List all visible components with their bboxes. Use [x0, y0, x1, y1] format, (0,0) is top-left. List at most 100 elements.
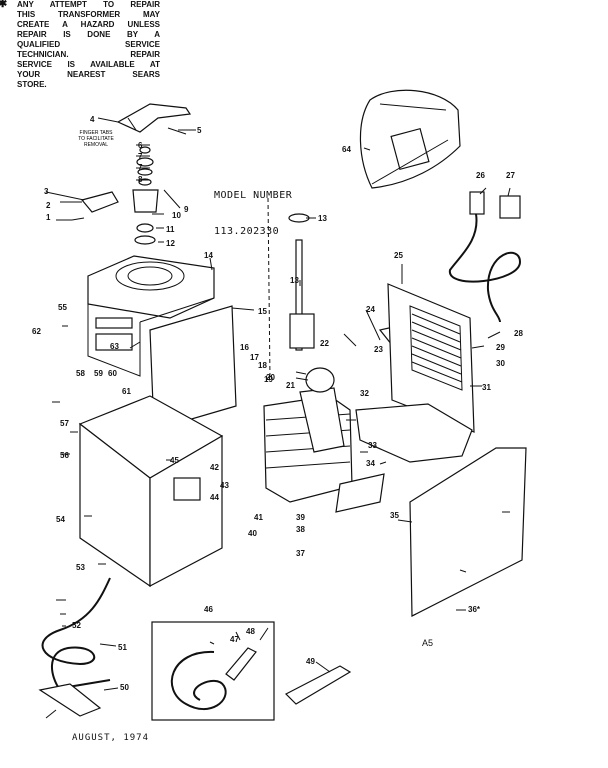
part-number-label: 1 [46, 213, 51, 222]
electrode-holder-box [151, 621, 352, 721]
part-number-label: 64 [342, 145, 351, 154]
part-number-label: 14 [204, 251, 213, 260]
part-number-label: 3 [44, 187, 49, 196]
part-number-label: 60 [108, 369, 117, 378]
part-number-label: 7 [138, 163, 143, 172]
part-number-label: 41 [254, 513, 263, 522]
cabinet-top [87, 255, 215, 377]
part-number-label: 58 [76, 369, 85, 378]
part-number-label: 25 [394, 251, 403, 260]
side-panel [149, 305, 237, 431]
part-number-label: 46 [204, 605, 213, 614]
part-number-label: 30 [496, 359, 505, 368]
part-number-label: 7 [138, 152, 143, 161]
part-number-label: 50 [120, 683, 129, 692]
part-number-label: 34 [366, 459, 375, 468]
warning-line: YOUR NEAREST SEARS [17, 70, 160, 79]
part-number-label: 63 [110, 342, 119, 351]
part-number-label: 16 [240, 343, 249, 352]
part-number-label: 52 [72, 621, 81, 630]
part-number-label: 5 [197, 126, 202, 135]
part-number-label: 24 [366, 305, 375, 314]
work-cable [38, 577, 111, 717]
base-plate [355, 403, 473, 463]
terminal-board [173, 477, 201, 501]
part-number-label: 13 [318, 214, 327, 223]
callout-note-line: TO FACILITATE [78, 136, 114, 142]
handle-assembly [116, 103, 192, 135]
part-number-label: 18 [258, 361, 267, 370]
part-number-label: 42 [210, 463, 219, 472]
power-cord [449, 191, 522, 323]
part-number-label: 11 [166, 225, 175, 234]
warning-line: TECHNICIAN. REPAIR [17, 50, 160, 59]
model-number: 113.202330 [214, 226, 280, 237]
leader-lines [45, 117, 511, 719]
part-number-label: 20 [266, 373, 275, 382]
warning-line: THIS TRANSFORMER MAY [17, 10, 160, 19]
part-number-label: 49 [306, 657, 315, 666]
publication-date: AUGUST, 1974 [72, 733, 150, 743]
part-number-label: 59 [94, 369, 103, 378]
warning-line: ANY ATTEMPT TO REPAIR [17, 0, 160, 9]
part-number-label: 38 [296, 525, 305, 534]
part-number-label: 48 [246, 627, 255, 636]
transformer [263, 387, 385, 513]
part-number-label: 12 [166, 239, 175, 248]
warning-line: SERVICE IS AVAILABLE AT [17, 60, 160, 69]
part-number-label: 26 [476, 171, 485, 180]
part-number-label: 32 [360, 389, 369, 398]
model-number-block: MODEL NUMBER 113.202330 [214, 166, 292, 250]
part-number-label: 39 [296, 513, 305, 522]
welding-helmet [359, 89, 461, 189]
part-number-label: 35 [390, 511, 399, 520]
warning-line: CREATE A HAZARD UNLESS [17, 20, 160, 29]
part-number-label: 29 [496, 343, 505, 352]
part-number-label: 4 [90, 115, 95, 124]
part-number-label: 40 [248, 529, 257, 538]
part-number-label: 19 [264, 375, 273, 384]
part-number-label: 45 [170, 456, 179, 465]
part-number-label: 9 [184, 205, 189, 214]
part-number-label: 6 [138, 141, 143, 150]
part-number-label: 31 [482, 383, 491, 392]
part-number-label: 44 [210, 493, 219, 502]
part-number-label: 2 [46, 201, 51, 210]
part-number-label: 54 [56, 515, 65, 524]
part-number-label: 47 [230, 635, 239, 644]
model-heading: MODEL NUMBER [214, 190, 293, 201]
part-number-label: 23 [374, 345, 383, 354]
fan-motor [295, 367, 335, 393]
warning-line: REPAIR IS DONE BY A [17, 30, 160, 39]
warning-asterisk-icon: ✱ [0, 0, 8, 10]
part-number-label: 55 [58, 303, 67, 312]
part-number-label: 28 [514, 329, 523, 338]
callout-note-line: REMOVAL [84, 142, 108, 148]
back-panel [387, 283, 475, 433]
part-number-label: 17 [250, 353, 259, 362]
part-number-label: 22 [320, 339, 329, 348]
part-number-label: 13 [290, 276, 299, 285]
page-code: A5 [422, 638, 434, 648]
side-cover [409, 447, 527, 617]
part-number-label: 33 [368, 441, 377, 450]
part-number-label: 27 [506, 171, 515, 180]
part-number-label: 8 [138, 175, 143, 184]
knob-stack [71, 146, 159, 245]
part-number-label: 15 [258, 307, 267, 316]
part-number-label: 10 [172, 211, 181, 220]
part-number-label: 61 [122, 387, 131, 396]
part-number-label: 36* [468, 605, 481, 614]
part-number-label: 57 [60, 419, 69, 428]
part-number-label: 43 [220, 481, 229, 490]
warning-line: QUALIFIED SERVICE [17, 40, 160, 49]
callout-note-line: FINGER TABS [80, 130, 114, 136]
part-number-label: 51 [118, 643, 127, 652]
part-number-label: 37 [296, 549, 305, 558]
part-number-label: 56 [60, 451, 69, 460]
cabinet-front [78, 395, 224, 588]
mounting-rod [267, 197, 315, 381]
